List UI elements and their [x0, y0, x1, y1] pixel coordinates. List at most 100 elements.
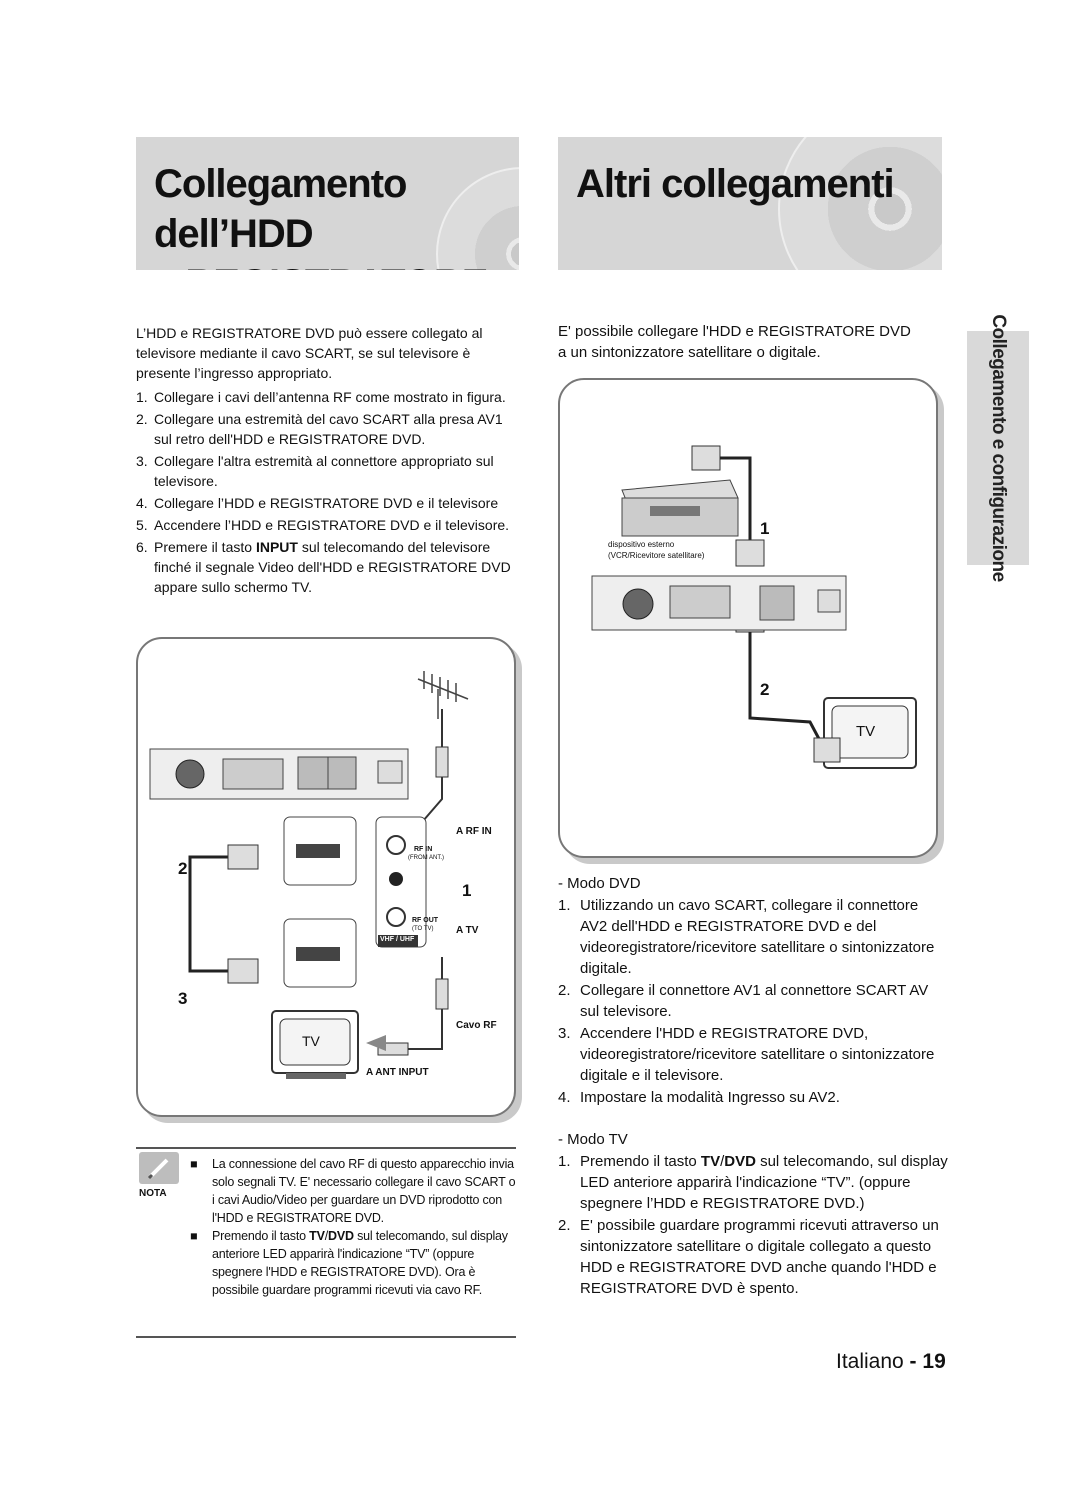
list-item: 3. Accendere l'HDD e REGISTRATORE DVD, vi… [558, 1023, 948, 1086]
rf-out-to-label: (TO TV) [412, 926, 434, 932]
tv-label: TV [856, 723, 876, 740]
step-marker-1: 1 [760, 519, 770, 538]
dvd-key-label: DVD [724, 1153, 756, 1170]
step-number: 3. [558, 1025, 571, 1042]
step-text: Collegare il connettore AV1 al connettor… [580, 982, 929, 1020]
recorder-back-panel [591, 575, 847, 631]
side-tab-label: Collegamento e configurazione [988, 314, 1009, 582]
page-title-line2: e REGISTRATORE DVD [154, 262, 488, 270]
step-text: Collegare l’HDD e REGISTRATORE DVD e il … [154, 495, 499, 511]
note-top-rule [136, 1147, 516, 1149]
rf-out-jack-label: RF OUT [412, 917, 439, 924]
list-item: 3. Collegare l'altra estremità al connett… [136, 451, 516, 491]
rf-in-jack-label: RF IN [414, 846, 433, 853]
step-text: Accendere l'HDD e REGISTRATORE DVD, vide… [580, 1025, 935, 1084]
bullet: ■ [190, 1157, 198, 1171]
rf-in-from-label: (FROM ANT.) [408, 855, 444, 861]
external-device-type-label: (VCR/Ricevitore satellitare) [608, 551, 705, 560]
key-separator: / [324, 1229, 329, 1243]
step-number: 2. [558, 982, 571, 999]
step-number: 2. [558, 1217, 571, 1234]
step-text: Collegare i cavi dell’antenna RF come mo… [154, 389, 506, 405]
mode-tv-heading: - Modo TV [558, 1131, 628, 1148]
step-marker-3: 3 [178, 989, 188, 1008]
note-body: ■ La connessione del cavo RF di questo ap… [190, 1155, 520, 1299]
ant-input-label: A ANT INPUT [366, 1067, 429, 1078]
right-instructions: - Modo DVD 1. Utilizzando un cavo SCART, … [558, 873, 948, 1299]
vhf-uhf-label: VHF / UHF [380, 936, 415, 943]
key-separator: / [720, 1153, 725, 1170]
tv-set [271, 1010, 359, 1079]
list-item: 5.Accendere l’HDD e REGISTRATORE DVD e i… [136, 515, 516, 535]
rf-connection-diagram: A RF IN RF IN (FROM ANT.) RF OUT (TO TV)… [136, 637, 516, 1117]
step-number: 4. [136, 495, 148, 511]
step-text: Impostare la modalità Ingresso su AV2. [580, 1089, 840, 1106]
mode-dvd-heading: - Modo DVD [558, 875, 641, 892]
step-number: 1. [558, 1153, 571, 1170]
tv-steps: 1.Premendo il tasto TV/DVD sul telecoman… [558, 1151, 948, 1299]
list-item: 6. Premere il tasto INPUT sul telecomando… [136, 537, 516, 597]
tv-key-label: TV [309, 1229, 325, 1243]
section-title: Altri collegamenti [576, 162, 895, 206]
step-text-post: sul telecomando, sul display LED anterio… [580, 1153, 948, 1212]
step-number: 2. [136, 411, 148, 427]
external-device-label: dispositivo esterno [608, 540, 675, 549]
step-text: Collegare l'altra estremità al connettor… [154, 453, 494, 489]
page-number: 19 [922, 1350, 946, 1373]
list-item: 1.Premendo il tasto TV/DVD sul telecoman… [558, 1151, 948, 1214]
rf-diagram-art [149, 671, 469, 1079]
step-number: 5. [136, 517, 148, 533]
tv-label: TV [302, 1033, 320, 1049]
note-item-text: La connessione del cavo RF di questo app… [212, 1157, 516, 1225]
list-item: 2. Collegare una estremità del cavo SCART… [136, 409, 516, 449]
list-item: 4. Collegare l’HDD e REGISTRATORE DVD e i… [136, 493, 516, 513]
tv-set [813, 697, 917, 769]
note-item-text-pre: Premendo il tasto [212, 1229, 310, 1243]
step-marker-2: 2 [178, 859, 188, 878]
left-intro: L’HDD e REGISTRATORE DVD può essere coll… [136, 325, 483, 381]
list-item: 2. Collegare il connettore AV1 al connett… [558, 980, 948, 1022]
bullet: ■ [190, 1229, 198, 1243]
page-footer: Italiano - 19 [836, 1350, 946, 1374]
right-intro: E' possibile collegare l'HDD e REGISTRAT… [558, 323, 911, 361]
disc-decoration [778, 137, 942, 270]
step-marker-1: 1 [462, 881, 472, 900]
step-number: 1. [558, 897, 571, 914]
input-key-label: INPUT [255, 539, 298, 555]
page-title-line1: Collegamento dell’HDD [154, 162, 407, 256]
list-item: 1. Collegare i cavi dell’antenna RF come … [136, 387, 516, 407]
step-marker-2: 2 [760, 680, 770, 699]
step-number: 1. [136, 389, 148, 405]
note-label: NOTA [139, 1188, 167, 1199]
left-header-banner: Collegamento dell’HDD e REGISTRATORE DVD [136, 137, 519, 270]
left-steps: 1. Collegare i cavi dell’antenna RF come … [136, 387, 516, 597]
list-item: 2. E' possibile guardare programmi ricevu… [558, 1215, 948, 1299]
rf-in-label: A RF IN [456, 826, 492, 837]
dvd-key-label: DVD [328, 1229, 354, 1243]
footer-language: Italiano [836, 1350, 904, 1373]
step-text: Collegare una estremità del cavo SCART a… [154, 411, 503, 447]
footer-dash: - [903, 1350, 923, 1373]
side-tab: Collegamento e configurazione [967, 314, 1029, 582]
step-number: 6. [136, 539, 148, 555]
list-item: 1. Utilizzando un cavo SCART, collegare i… [558, 895, 948, 979]
note-item-text-post: sul telecomando, sul display anteriore L… [212, 1229, 508, 1297]
antenna-icon [417, 671, 469, 719]
list-item: 4. Impostare la modalità Ingresso su AV2. [558, 1087, 948, 1108]
step-text-post: sul telecomando del televisore finché il… [154, 539, 511, 595]
pencil-icon [147, 1158, 169, 1180]
step-text: E' possibile guardare programmi ricevuti… [580, 1217, 939, 1297]
tv-key-label: TV [700, 1153, 721, 1170]
dvd-steps: 1. Utilizzando un cavo SCART, collegare i… [558, 895, 948, 1108]
step-number: 4. [558, 1089, 571, 1106]
step-text-pre: Premere il tasto [154, 539, 256, 555]
step-text: Utilizzando un cavo SCART, collegare il … [580, 897, 935, 977]
cavo-rf-label: Cavo RF [456, 1020, 497, 1031]
satellite-connection-diagram: dispositivo esterno (VCR/Ricevitore sate… [558, 378, 938, 858]
note-icon [139, 1152, 179, 1184]
right-header-banner: Altri collegamenti [558, 137, 942, 270]
left-text: L’HDD e REGISTRATORE DVD può essere coll… [136, 323, 516, 597]
page-title: Collegamento dell’HDD e REGISTRATORE DVD [154, 159, 519, 270]
step-number: 3. [136, 453, 148, 469]
note-item: ■ Premendo il tasto TV/DVD sul telecomand… [190, 1227, 520, 1299]
